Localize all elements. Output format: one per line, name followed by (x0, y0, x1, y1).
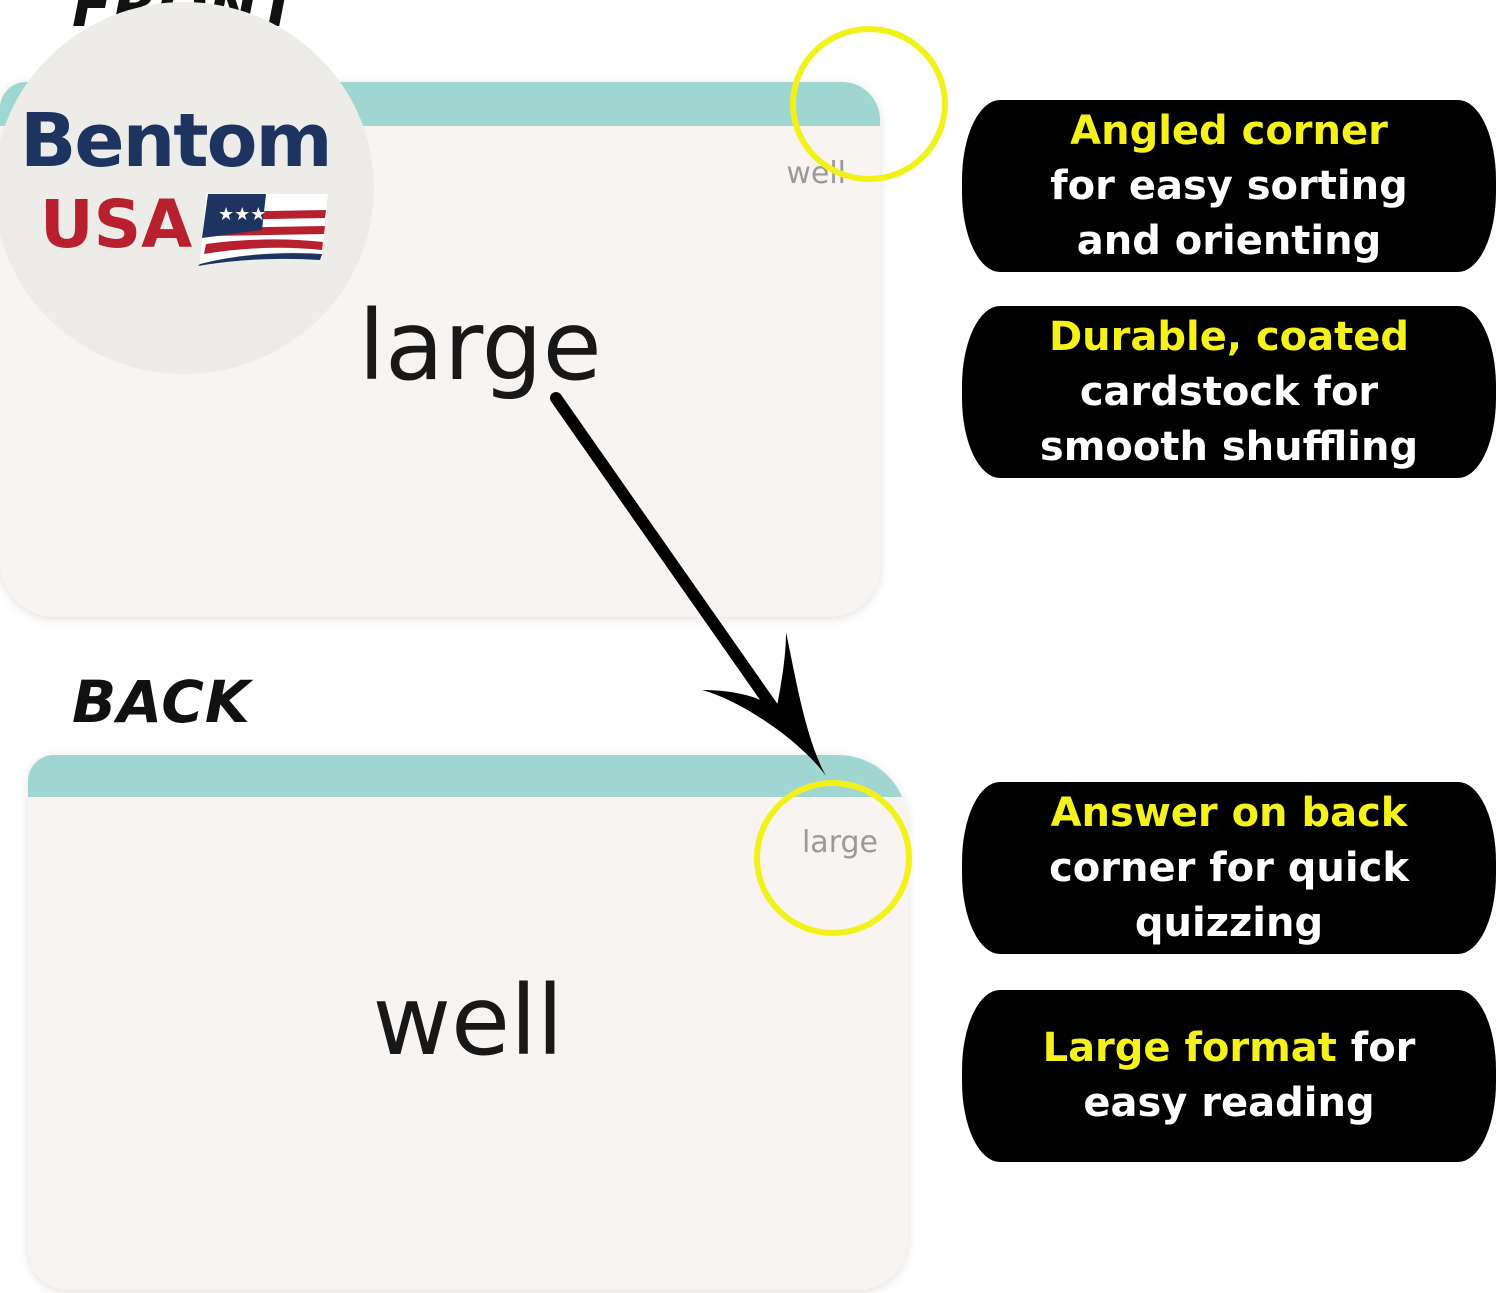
callout-answer-on-back: Answer on back corner for quick quizzing (962, 782, 1496, 954)
callout-2-highlight: Durable, coated (1048, 313, 1410, 360)
callout-durable-cardstock: Durable, coated cardstock for smooth shu… (962, 306, 1496, 478)
back-card-main-word: well (372, 965, 564, 1077)
callout-3-line-2: corner for quick (1049, 844, 1409, 891)
svg-text:★★★: ★★★ (218, 204, 266, 225)
back-corner-highlight-ring (754, 780, 912, 936)
logo-brand-text: Bentom (20, 98, 333, 184)
front-corner-highlight-ring (790, 26, 948, 182)
callout-2-line-2: cardstock for (1079, 368, 1379, 415)
callout-3-line-3: quizzing (1134, 899, 1324, 946)
callout-2-line-3: smooth shuffling (1039, 423, 1419, 470)
callout-large-format: Large format for easy reading (962, 990, 1496, 1162)
callout-4-inline-rest: for (1336, 1025, 1416, 1071)
callout-4-line-1: Large format for (962, 1021, 1496, 1076)
logo-country-text: USA (40, 186, 193, 263)
bentom-usa-logo: Bentom USA ★★★ (0, 2, 374, 374)
us-flag-icon: ★★★ (198, 194, 328, 266)
callout-4-highlight: Large format (1042, 1025, 1337, 1071)
callout-4-line-2: easy reading (1083, 1080, 1375, 1126)
callout-3-highlight: Answer on back (1050, 789, 1408, 836)
callout-1-line-2: for easy sorting (1050, 162, 1408, 209)
callout-1-highlight: Angled corner (1070, 107, 1388, 154)
back-label: BACK (72, 668, 251, 736)
callout-angled-corner: Angled corner for easy sorting and orien… (962, 100, 1496, 272)
front-card-main-word: large (358, 290, 602, 402)
back-card-stripe (28, 755, 908, 797)
callout-1-line-3: and orienting (1076, 217, 1382, 264)
